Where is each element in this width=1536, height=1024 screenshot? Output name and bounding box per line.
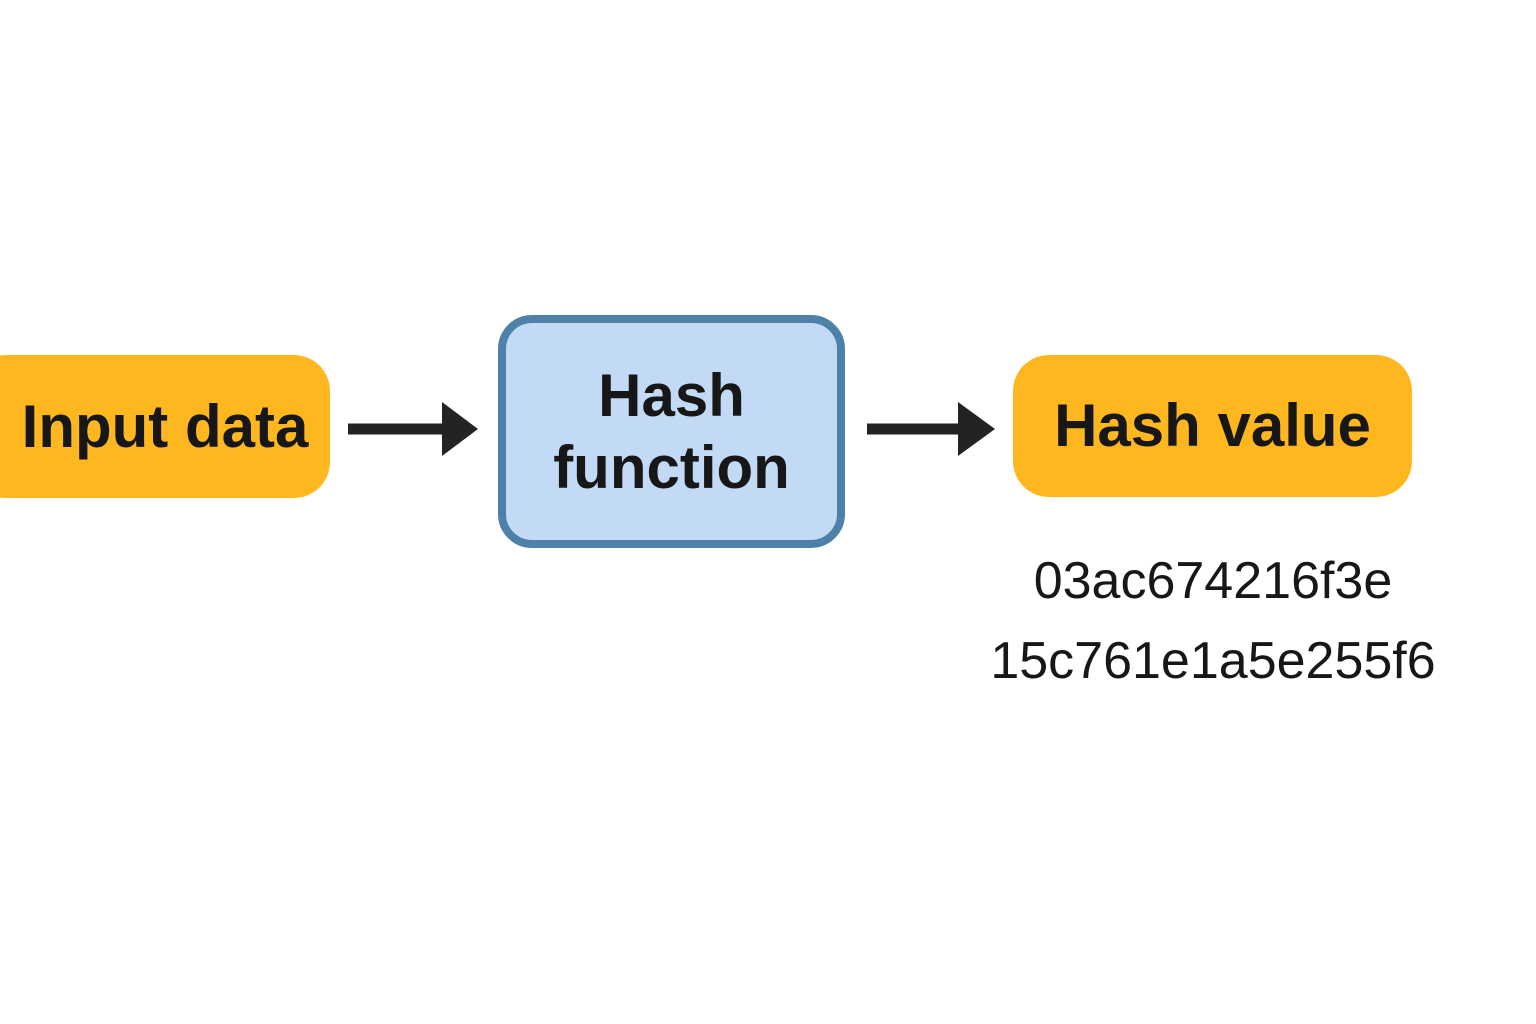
arrow-input-to-function: [348, 402, 478, 456]
hash-output-line2: 15c761e1a5e255f6: [990, 632, 1436, 690]
hash-value-label: Hash value: [1054, 392, 1371, 459]
node-input-data: Input data: [0, 355, 330, 498]
arrow-head-icon: [958, 402, 995, 456]
node-hash-value: Hash value: [1013, 355, 1412, 497]
arrow-head-icon: [442, 402, 478, 456]
node-hash-function: Hash function: [498, 315, 845, 548]
hash-output-value: 03ac674216f3e 15c761e1a5e255f6: [983, 541, 1443, 701]
hash-output-line1: 03ac674216f3e: [1033, 552, 1393, 610]
input-data-label: Input data: [21, 392, 309, 460]
hash-function-label: Hash function: [553, 361, 790, 501]
arrow-function-to-value: [867, 402, 995, 456]
